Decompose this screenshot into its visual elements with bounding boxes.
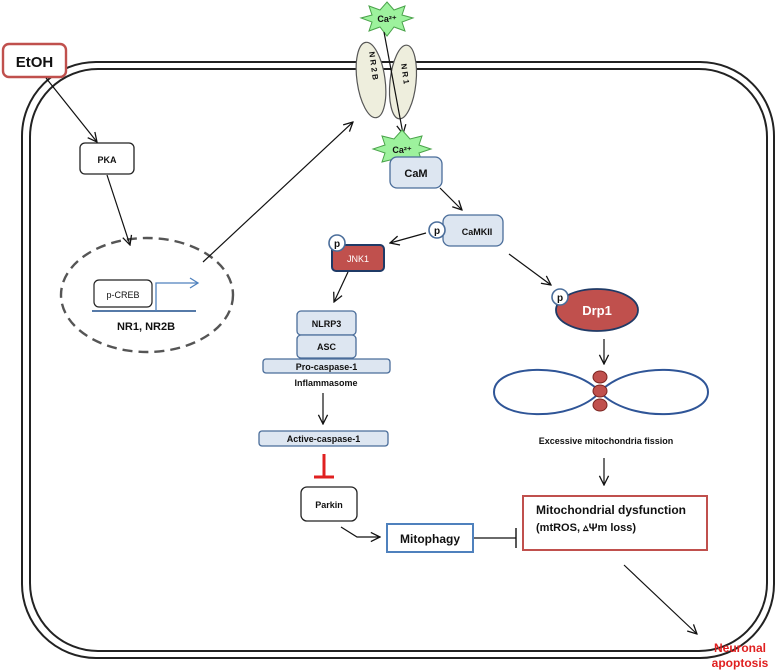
dysfunction-line2: (mtROS, ▵Ψm loss) [536, 522, 636, 534]
jnk1-phospho-circle [328, 234, 346, 252]
drp1-label: Drp1 [582, 303, 612, 318]
fission-label: Excessive mitochondria fission [539, 436, 674, 446]
etoh-label: EtOH [16, 54, 54, 71]
camkii-label: CaMKII [462, 227, 493, 237]
apoptosis-line1: Neuronal [714, 641, 766, 655]
jnk1-box [331, 244, 385, 272]
etoh-to-pka-arrow [45, 77, 97, 142]
active-caspase-label: Active-caspase-1 [287, 434, 361, 444]
cam-label: CaM [404, 168, 427, 180]
calcium-influx-arrow [383, 31, 403, 134]
pka-to-nucleus-arrow [106, 174, 130, 245]
jnk1-label: JNK1 [347, 254, 369, 264]
nr2b-label: N R 2 B [367, 51, 380, 81]
etoh-box [1, 42, 68, 79]
nr2b-subunit [355, 41, 387, 119]
drp1-ring-1 [592, 370, 608, 384]
pka-label: PKA [97, 155, 117, 165]
asc-label: ASC [317, 342, 337, 352]
transcription-arrow-head [189, 277, 200, 289]
camkii-phospho-label: p [434, 226, 440, 237]
nucleus-to-receptor-arrow [202, 122, 353, 263]
camkii-to-drp1-arrow [508, 253, 551, 285]
dysfunction-line1: Mitochondrial dysfunction [536, 503, 686, 517]
mitophagy-label: Mitophagy [400, 532, 460, 546]
nucleus [59, 236, 235, 354]
dysfunction-box [522, 495, 708, 551]
nlrp3-label: NLRP3 [312, 319, 342, 329]
inflammasome-label: Inflammasome [294, 378, 357, 388]
drp1-ellipse [555, 288, 639, 332]
pka-box [79, 142, 135, 175]
calcium-label-inner: Ca²⁺ [392, 145, 412, 155]
camkii-phospho-circle [428, 221, 446, 239]
asc-box [296, 334, 357, 359]
procaspase-label: Pro-caspase-1 [296, 362, 358, 372]
drp1-phospho-label: p [557, 293, 563, 304]
mitophagy-box [386, 523, 474, 553]
drp1-ring-2 [592, 384, 608, 398]
drp1-ring-3 [592, 398, 608, 412]
camkii-to-jnk1-arrow [390, 232, 427, 243]
transcription-arrow [155, 282, 198, 311]
cam-to-camkii-arrow [439, 187, 462, 210]
drp1-phospho-circle [551, 288, 569, 306]
pcreb-label: p-CREB [106, 290, 139, 300]
calcium-label-top: Ca²⁺ [377, 14, 397, 24]
dysfunction-to-apoptosis-arrow [623, 564, 697, 634]
nr1-label: N R 1 [399, 63, 411, 85]
parkin-to-mitophagy-arrow [340, 526, 380, 537]
nr1-nr2b-label: NR1, NR2B [117, 321, 175, 333]
calcium-star-top [359, 1, 415, 37]
active-caspase-box [258, 430, 389, 447]
jnk1-to-inflammasome-arrow [334, 271, 349, 302]
nmda-receptor: N R 2 B N R 1 [355, 41, 418, 120]
parkin-label: Parkin [315, 500, 343, 510]
parkin-box [300, 486, 358, 522]
cam-box [389, 156, 443, 189]
apoptosis-line2: apoptosis [712, 656, 769, 670]
procaspase-box [262, 358, 391, 374]
pcreb-box [93, 279, 153, 308]
jnk1-phospho-label: p [334, 239, 340, 250]
